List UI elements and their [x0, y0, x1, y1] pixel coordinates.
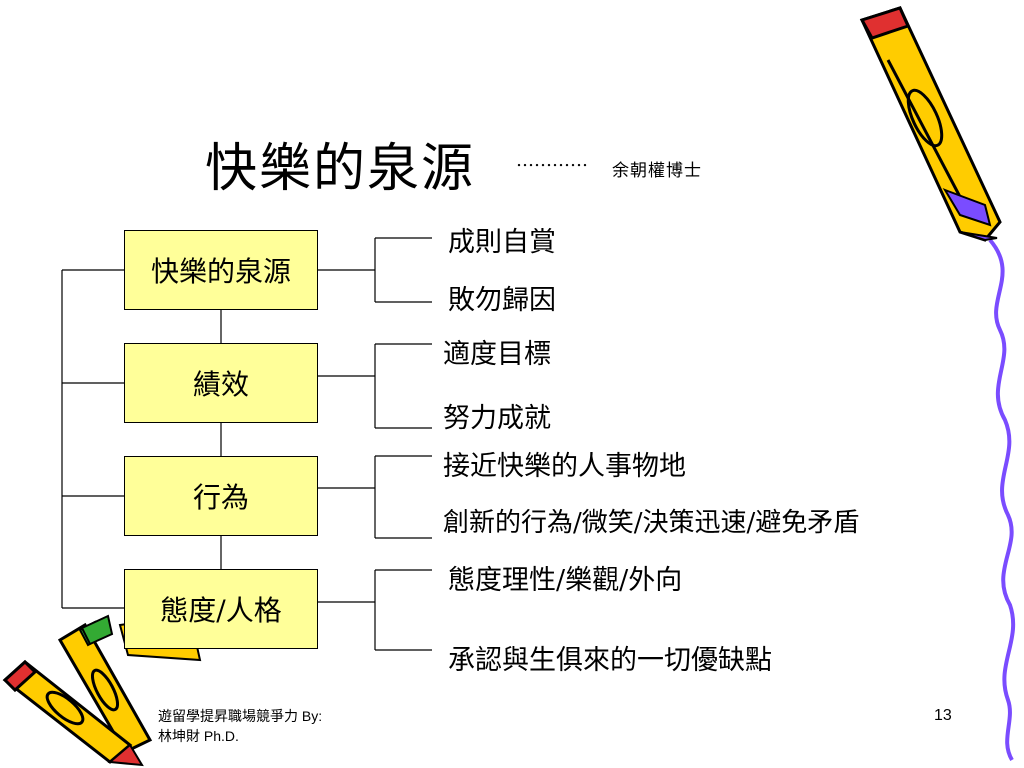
- box-behavior: 行為: [124, 456, 318, 536]
- pencil-icon-bottom-1: [57, 614, 153, 754]
- pencil-icon-top: [859, 6, 1002, 242]
- item-4: 努力成就: [443, 403, 551, 434]
- page-number: 13: [934, 707, 952, 724]
- item-6: 創新的行為/微笑/決策迅速/避免矛盾: [443, 508, 860, 538]
- author-name: 余朝權博士: [612, 161, 702, 181]
- footer-line-2: 林坤財 Ph.D.: [158, 728, 239, 744]
- squiggle-line: [988, 238, 1016, 762]
- box-attitude-personality: 態度/人格: [124, 569, 318, 649]
- item-8: 承認與生俱來的一切優缺點: [448, 645, 772, 676]
- item-5: 接近快樂的人事物地: [443, 451, 686, 482]
- item-2: 敗勿歸因: [448, 285, 556, 316]
- title-leader-dots: …………: [516, 150, 588, 171]
- footer-credit: 遊留學提昇職場競爭力 By: 林坤財 Ph.D.: [158, 706, 322, 746]
- footer-line-1: 遊留學提昇職場競爭力 By:: [158, 708, 323, 724]
- tree-connectors: [61, 237, 432, 651]
- item-7: 態度理性/樂觀/外向: [448, 565, 683, 596]
- item-3: 適度目標: [443, 339, 551, 370]
- box-performance: 績效: [124, 343, 318, 423]
- item-1: 成則自賞: [448, 227, 556, 258]
- box-happiness-source: 快樂的泉源: [124, 230, 318, 310]
- page-title: 快樂的泉源: [205, 139, 476, 199]
- pencil-icon-bottom-2: [2, 659, 144, 767]
